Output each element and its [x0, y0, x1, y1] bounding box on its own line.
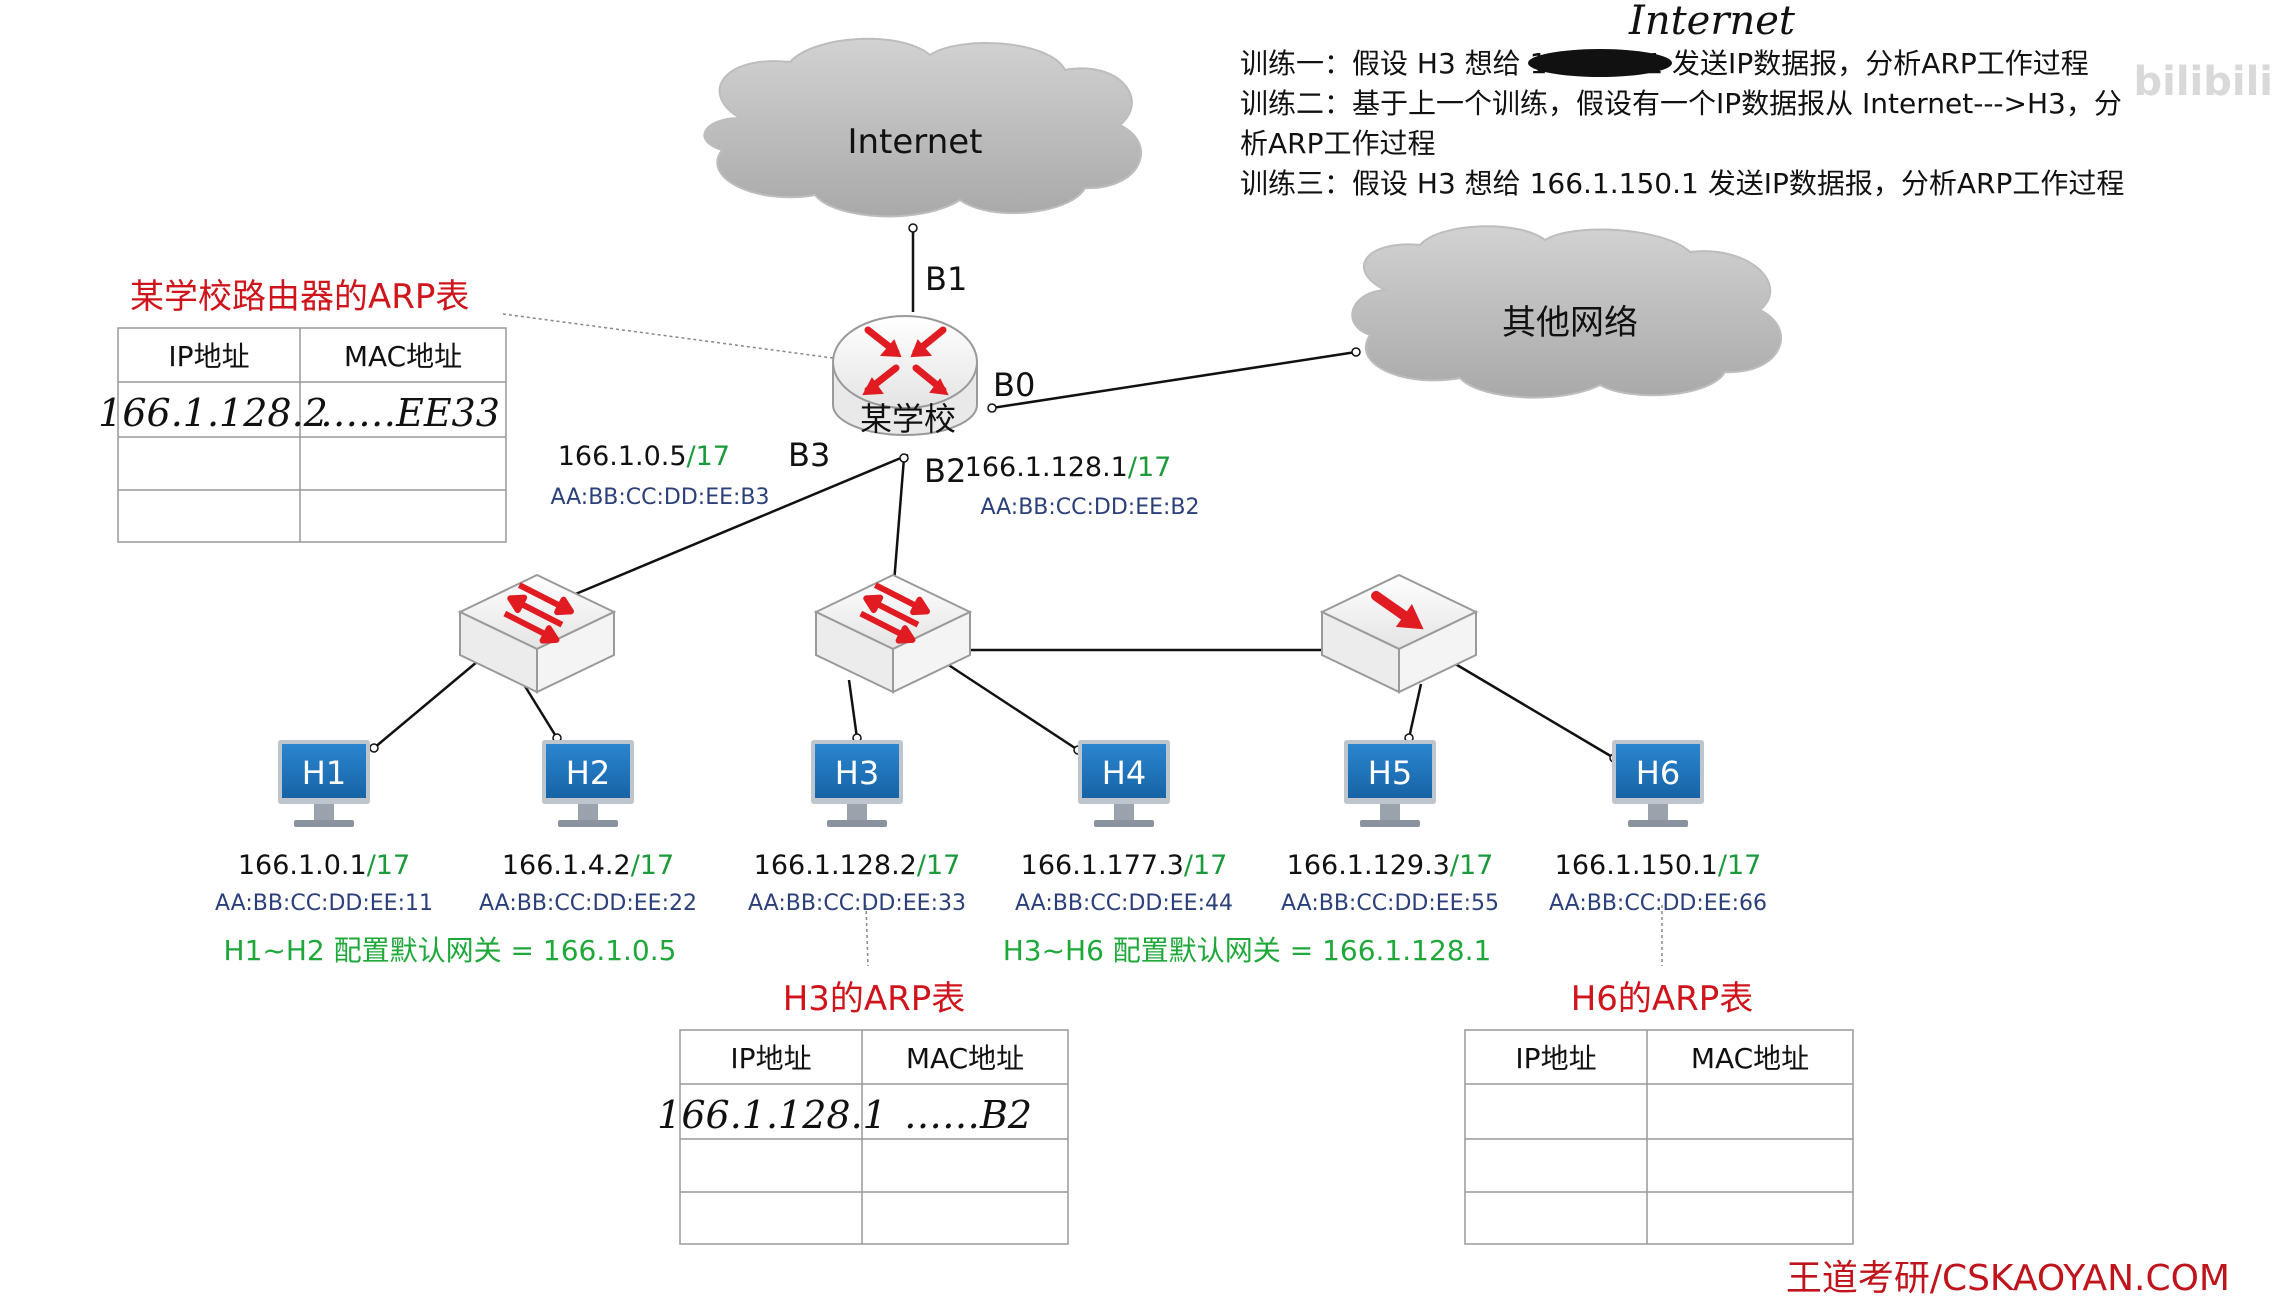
monitor-icon — [542, 740, 634, 827]
host-mac: AA:BB:CC:DD:EE:33 — [748, 891, 966, 916]
router-arrows-icon — [862, 326, 949, 396]
b3-mac: AA:BB:CC:DD:EE:B3 — [550, 485, 769, 510]
h3-table-pointer — [865, 904, 869, 967]
h6-arp-col-mac: MAC地址 — [1691, 1042, 1809, 1075]
switch-3 — [1319, 573, 1479, 694]
link-sw3-h5 — [1407, 683, 1423, 739]
exercise-3: 训练三：假设 H3 想给 166.1.150.1 发送IP数据报，分析ARP工作… — [1240, 167, 2124, 200]
host-label: H2 — [566, 754, 610, 792]
host-ip: 166.1.177.3/17 — [1021, 850, 1228, 881]
host-ip: 166.1.4.2/17 — [502, 850, 674, 881]
port-b2: B2 — [924, 452, 966, 490]
h3-arp-title: H3的ARP表 — [783, 979, 966, 1019]
router-name: 某学校 — [860, 400, 956, 438]
h3-arp-col-ip: IP地址 — [730, 1042, 811, 1075]
host-mac: AA:BB:CC:DD:EE:44 — [1015, 891, 1233, 916]
b3-address: 166.1.0.5/17 — [558, 441, 730, 472]
host-label: H3 — [835, 754, 879, 792]
internet-cloud-label: Internet — [847, 122, 982, 162]
host-mac: AA:BB:CC:DD:EE:66 — [1549, 891, 1767, 916]
host-mac: AA:BB:CC:DD:EE:22 — [479, 891, 697, 916]
gateway-note-left: H1~H2 配置默认网关 = 166.1.0.5 — [224, 934, 677, 967]
h6-arp-table — [1464, 1029, 1854, 1245]
h3-arp-row1-mac: ……B2 — [904, 1093, 1032, 1137]
router: 某学校 — [832, 315, 978, 438]
forward-arrow-icon — [1371, 590, 1424, 630]
monitor-icon — [1344, 740, 1436, 827]
link-sw1-h1 — [373, 655, 485, 749]
other-network-label: 其他网络 — [1502, 303, 1638, 343]
exercise-2: 训练二：基于上一个训练，假设有一个IP数据报从 Internet--->H3，分 — [1240, 87, 2122, 120]
host-mac: AA:BB:CC:DD:EE:11 — [215, 891, 433, 916]
handwritten-note: Internet — [1628, 0, 1796, 44]
monitor-icon — [1612, 740, 1704, 827]
monitor-icon — [811, 740, 903, 827]
router-arp-title: 某学校路由器的ARP表 — [130, 277, 469, 317]
host-ip: 166.1.0.1/17 — [238, 850, 410, 881]
switch-2 — [813, 573, 973, 694]
h6-arp-title: H6的ARP表 — [1571, 979, 1754, 1019]
router-arp-col-ip: IP地址 — [168, 340, 249, 373]
links — [373, 228, 1663, 967]
host-ip: 166.1.129.3/17 — [1287, 850, 1494, 881]
gateway-note-right: H3~H6 配置默认网关 = 166.1.128.1 — [1003, 934, 1492, 967]
monitor-icon — [1078, 740, 1170, 827]
link-b0 — [991, 350, 1357, 410]
scribble-mark — [1528, 49, 1672, 77]
b2-mac: AA:BB:CC:DD:EE:B2 — [980, 495, 1199, 520]
router-table-pointer — [502, 313, 834, 359]
host-label: H6 — [1636, 754, 1680, 792]
link-sw2-h3 — [847, 679, 859, 739]
footer-brand: 王道考研/CSKAOYAN.COM — [1786, 1258, 2230, 1299]
port-b1: B1 — [925, 260, 967, 298]
h6-arp-col-ip: IP地址 — [1515, 1042, 1596, 1075]
h3-arp-table — [679, 1029, 1069, 1245]
link-sw3-h6 — [1451, 660, 1615, 760]
other-network-cloud: 其他网络 — [1351, 225, 1782, 399]
host-ip: 166.1.128.2/17 — [754, 850, 961, 881]
router-arp-row1-mac: ……EE33 — [320, 391, 500, 435]
link-sw2-h4 — [943, 660, 1079, 752]
router-arp-table — [117, 327, 507, 543]
host-label: H4 — [1102, 754, 1146, 792]
link-b3 — [565, 453, 909, 600]
switch-1 — [457, 573, 617, 694]
router-arp-col-mac: MAC地址 — [344, 340, 462, 373]
b2-address: 166.1.128.1/17 — [965, 452, 1172, 483]
exercise-2-cont: 析ARP工作过程 — [1240, 127, 1436, 160]
link-b2 — [892, 457, 906, 584]
port-b0: B0 — [993, 366, 1035, 404]
bilibili-watermark: bilibili — [2133, 59, 2273, 105]
port-b3: B3 — [788, 436, 830, 474]
link-sw1-h2 — [521, 682, 559, 739]
host-label: H5 — [1368, 754, 1412, 792]
host-label: H1 — [302, 754, 346, 792]
h3-arp-col-mac: MAC地址 — [906, 1042, 1024, 1075]
host-mac: AA:BB:CC:DD:EE:55 — [1281, 891, 1499, 916]
monitor-icon — [278, 740, 370, 827]
h3-arp-row1-ip: 166.1.128.1 — [657, 1093, 887, 1137]
host-ip: 166.1.150.1/17 — [1555, 850, 1762, 881]
internet-cloud: Internet — [703, 37, 1142, 218]
router-arp-row1-ip: 166.1.128.2 — [98, 391, 328, 435]
